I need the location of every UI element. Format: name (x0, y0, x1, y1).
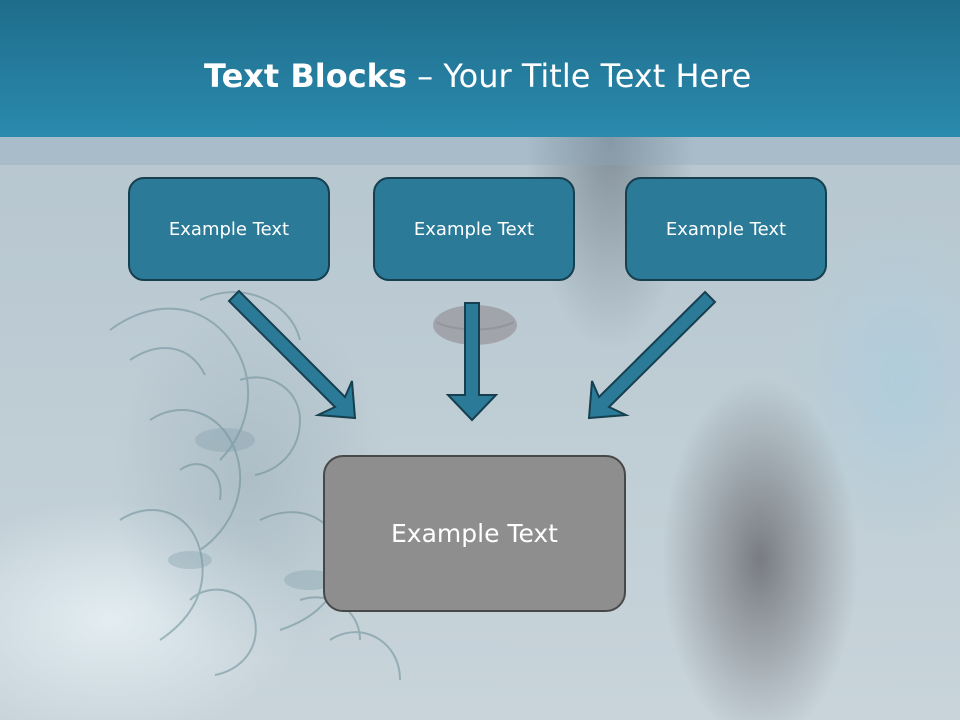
example-text-block-left[interactable]: Example Text (128, 177, 330, 281)
slide-title-rest: – Your Title Text Here (407, 57, 752, 95)
example-text-block-right[interactable]: Example Text (625, 177, 827, 281)
example-text-block-center[interactable]: Example Text (323, 455, 626, 612)
example-text-block-center-label: Example Text (391, 519, 558, 548)
example-text-block-middle[interactable]: Example Text (373, 177, 575, 281)
slide-title: Text Blocks – Your Title Text Here (204, 54, 751, 98)
example-text-block-right-label: Example Text (665, 218, 787, 240)
arrow-left-diagonal (227, 289, 357, 420)
arrow-right-diagonal (587, 290, 717, 420)
arrow-center-down (445, 302, 499, 422)
example-text-block-middle-label: Example Text (413, 218, 535, 240)
example-text-block-left-label: Example Text (168, 218, 290, 240)
slide-title-bold: Text Blocks (204, 57, 407, 95)
title-bar-shadow-band (0, 137, 960, 165)
title-bar (0, 0, 960, 137)
